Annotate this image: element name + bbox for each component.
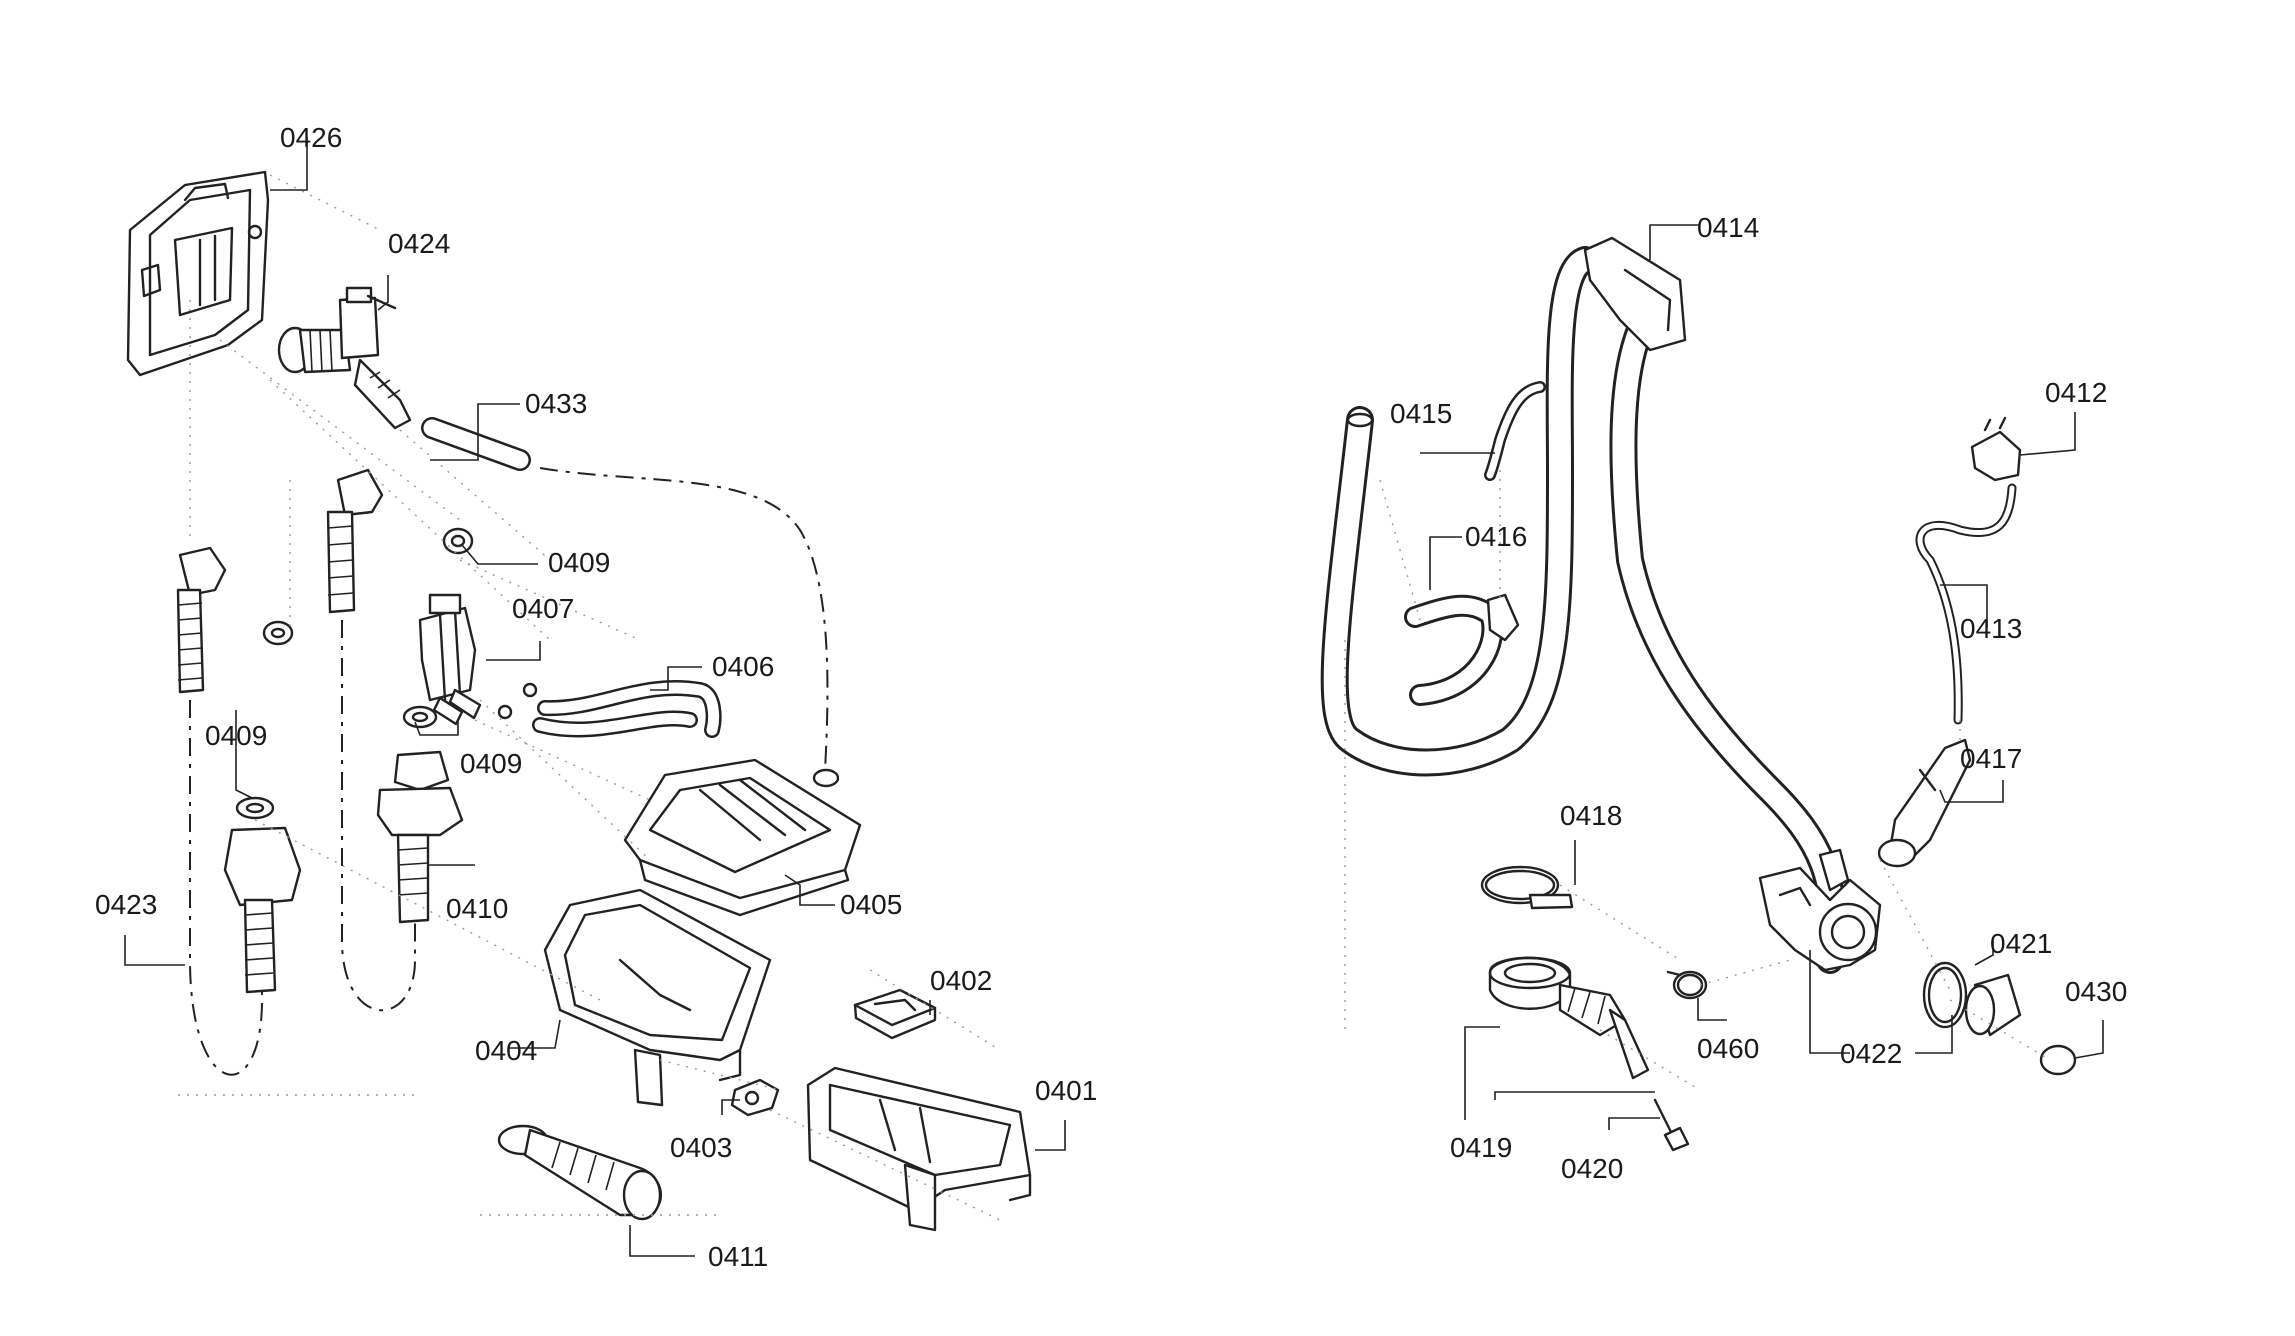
part-0416-y-fitting[interactable]: [1404, 593, 1520, 706]
label-0426[interactable]: 0426: [280, 122, 342, 153]
part-0405-drawer-cover[interactable]: [623, 758, 862, 917]
part-0412-pressure-switch[interactable]: [1970, 416, 2022, 482]
label-0418[interactable]: 0418: [1560, 800, 1622, 831]
part-0403-small-part[interactable]: [730, 1078, 780, 1117]
label-0409-a[interactable]: 0409: [548, 547, 610, 578]
label-0424[interactable]: 0424: [388, 228, 450, 259]
part-0421-filter[interactable]: [1922, 961, 2022, 1037]
part-0426-bracket[interactable]: [126, 170, 270, 377]
label-0411[interactable]: 0411: [708, 1241, 768, 1272]
label-0413[interactable]: 0413: [1960, 613, 2022, 644]
label-0406[interactable]: 0406: [712, 651, 774, 682]
part-0411-bellows-hose[interactable]: [497, 1124, 662, 1221]
label-0404[interactable]: 0404: [475, 1035, 537, 1066]
label-0410[interactable]: 0410: [446, 893, 508, 924]
leader-lines: [124, 137, 2104, 1257]
part-0404-drawer-housing[interactable]: [543, 888, 772, 1107]
part-0422-drain-pump[interactable]: [1758, 848, 1882, 972]
label-0407[interactable]: 0407: [512, 593, 574, 624]
label-0401[interactable]: 0401: [1035, 1075, 1097, 1106]
label-0423[interactable]: 0423: [95, 889, 157, 920]
part-0415-small-hose[interactable]: [1484, 381, 1546, 481]
part-0409-washer-b[interactable]: [262, 620, 294, 646]
label-0420[interactable]: 0420: [1561, 1153, 1623, 1184]
part-0410-inlet-hose[interactable]: [326, 468, 464, 1012]
label-0430[interactable]: 0430: [2065, 976, 2127, 1007]
part-0409-washer-a[interactable]: [442, 527, 474, 555]
part-0420-bolt[interactable]: [1653, 1098, 1690, 1152]
label-0403[interactable]: 0403: [670, 1132, 732, 1163]
part-0414-drain-hose[interactable]: [1320, 236, 1847, 974]
part-0413-pressure-tube[interactable]: [1915, 483, 2017, 725]
part-0401-drawer[interactable]: [806, 1066, 1032, 1232]
label-0409-c[interactable]: 0409: [205, 720, 267, 751]
part-0430-cap[interactable]: [2039, 1044, 2077, 1076]
part-0417-air-chamber[interactable]: [1877, 738, 1972, 868]
label-0421[interactable]: 0421: [1990, 928, 2052, 959]
guide-lines: [178, 174, 2051, 1221]
label-0433[interactable]: 0433: [525, 388, 587, 419]
label-0416[interactable]: 0416: [1465, 521, 1527, 552]
label-0460[interactable]: 0460: [1697, 1033, 1759, 1064]
label-0402[interactable]: 0402: [930, 965, 992, 996]
part-0433-hose[interactable]: [421, 417, 840, 788]
label-0414[interactable]: 0414: [1697, 212, 1759, 243]
part-0424-inlet-valve[interactable]: [277, 286, 412, 430]
part-0409-washer-c[interactable]: [402, 705, 438, 729]
part-0419-sump-bellows[interactable]: [1488, 956, 1650, 1080]
part-0407-valve[interactable]: [418, 593, 482, 726]
part-0423-inlet-hose[interactable]: [176, 546, 302, 1076]
part-labels: 0426 0424 0433 0409 0407 0406 0409 0409 …: [95, 122, 2127, 1272]
part-0406-connecting-hoses[interactable]: [497, 679, 722, 738]
label-0417[interactable]: 0417: [1960, 743, 2022, 774]
label-0409-b[interactable]: 0409: [460, 748, 522, 779]
label-0419[interactable]: 0419: [1450, 1132, 1512, 1163]
part-0418-hose-clamp[interactable]: [1480, 865, 1574, 910]
label-0412[interactable]: 0412: [2045, 377, 2107, 408]
label-0405[interactable]: 0405: [840, 889, 902, 920]
label-0415[interactable]: 0415: [1390, 398, 1452, 429]
part-0402-insert[interactable]: [853, 988, 937, 1040]
label-0422[interactable]: 0422: [1840, 1038, 1902, 1069]
